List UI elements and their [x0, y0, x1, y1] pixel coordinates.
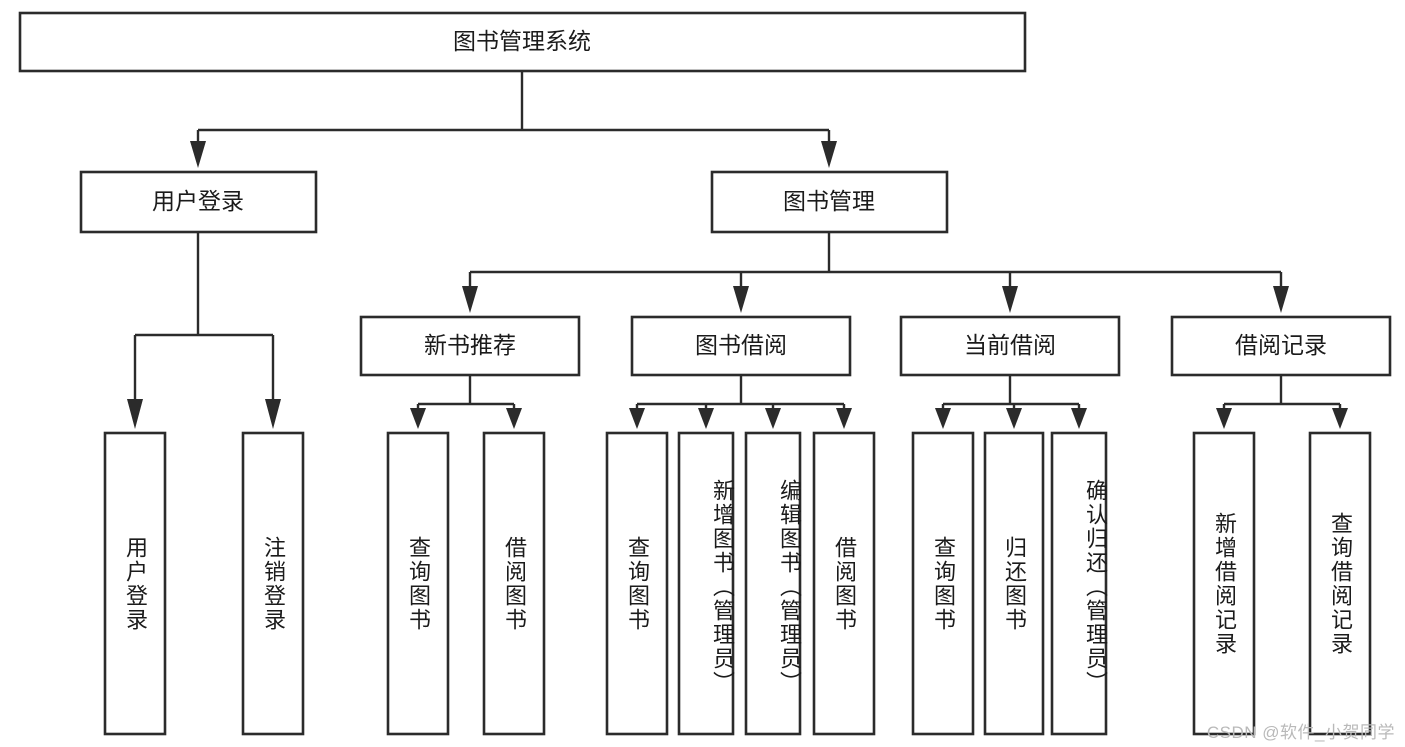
node-label-borrow-record: 借阅记录	[1235, 332, 1327, 358]
arrowhead-leaf-query-book-2	[629, 408, 645, 429]
arrowhead-borrow-record	[1273, 286, 1289, 313]
node-label-user-login: 用户登录	[152, 188, 244, 214]
node-box-borrow-record[interactable]	[1170, 315, 1392, 377]
leaf-box-add-record[interactable]	[1192, 431, 1256, 736]
node-user-login[interactable]: 用户登录	[79, 170, 318, 234]
arrowhead-leaf-confirm-return	[1071, 408, 1087, 429]
leaf-box-return-book[interactable]	[983, 431, 1045, 736]
leaf-box-logout[interactable]	[241, 431, 305, 736]
node-label-root: 图书管理系统	[453, 28, 591, 54]
arrowhead-leaf-edit-book	[765, 408, 781, 429]
leaf-box-edit-book[interactable]	[744, 431, 802, 736]
connector-group-book-borrow-children	[629, 375, 852, 429]
arrowhead-leaf-borrow-book-1	[506, 408, 522, 429]
leaf-box-borrow-book-1[interactable]	[482, 431, 546, 736]
node-book-borrow[interactable]: 图书借阅	[630, 315, 852, 377]
leaf-box-group	[103, 431, 1372, 736]
node-label-current-borrow: 当前借阅	[964, 332, 1056, 358]
arrowhead-leaf-logout	[265, 399, 281, 429]
node-new-book-recommend[interactable]: 新书推荐	[359, 315, 581, 377]
leaf-box-query-book-2[interactable]	[605, 431, 669, 736]
node-borrow-record[interactable]: 借阅记录	[1170, 315, 1392, 377]
connector-group-borrow-record-children	[1216, 375, 1348, 429]
node-box-user-login[interactable]	[79, 170, 318, 234]
arrowhead-new-book-rec	[462, 286, 478, 313]
node-label-book-borrow: 图书借阅	[695, 332, 787, 358]
arrowhead-leaf-borrow-book-2	[836, 408, 852, 429]
node-current-borrow[interactable]: 当前借阅	[899, 315, 1121, 377]
leaf-box-add-book[interactable]	[677, 431, 735, 736]
arrowhead-leaf-add-book	[698, 408, 714, 429]
arrowhead-current-borrow	[1002, 286, 1018, 313]
leaf-box-borrow-book-2[interactable]	[812, 431, 876, 736]
connector-group-new-book-rec-children	[410, 375, 522, 429]
node-book-management[interactable]: 图书管理	[710, 170, 949, 234]
csdn-watermark: CSDN @软件_小贺同学	[1206, 723, 1395, 742]
connector-group-book-mgmt-children	[462, 232, 1289, 313]
node-box-new-book-recommend[interactable]	[359, 315, 581, 377]
arrowhead-leaf-query-book-1	[410, 408, 426, 429]
connector-group-root-to-level2	[190, 71, 837, 168]
node-root[interactable]: 图书管理系统	[18, 11, 1027, 73]
arrowhead-book-borrow	[733, 286, 749, 313]
arrowhead-book-mgmt	[821, 141, 837, 168]
node-label-book-management: 图书管理	[783, 188, 875, 214]
leaf-box-confirm-return[interactable]	[1050, 431, 1108, 736]
arrowhead-leaf-query-book-3	[935, 408, 951, 429]
leaf-box-query-record[interactable]	[1308, 431, 1372, 736]
connector-group-user-login-children	[127, 232, 281, 429]
arrowhead-leaf-return-book	[1006, 408, 1022, 429]
node-box-root[interactable]	[18, 11, 1027, 73]
node-box-current-borrow[interactable]	[899, 315, 1121, 377]
node-label-new-book-recommend: 新书推荐	[424, 332, 516, 358]
arrowhead-leaf-user-login	[127, 399, 143, 429]
arrowhead-user-login	[190, 141, 206, 168]
node-box-book-borrow[interactable]	[630, 315, 852, 377]
leaf-box-query-book-1[interactable]	[386, 431, 450, 736]
leaf-box-query-book-3[interactable]	[911, 431, 975, 736]
arrowhead-leaf-query-record	[1332, 408, 1348, 429]
leaf-box-user-login[interactable]	[103, 431, 167, 736]
node-box-book-management[interactable]	[710, 170, 949, 234]
connector-group-current-borrow-children	[935, 375, 1087, 429]
arrowhead-leaf-add-record	[1216, 408, 1232, 429]
